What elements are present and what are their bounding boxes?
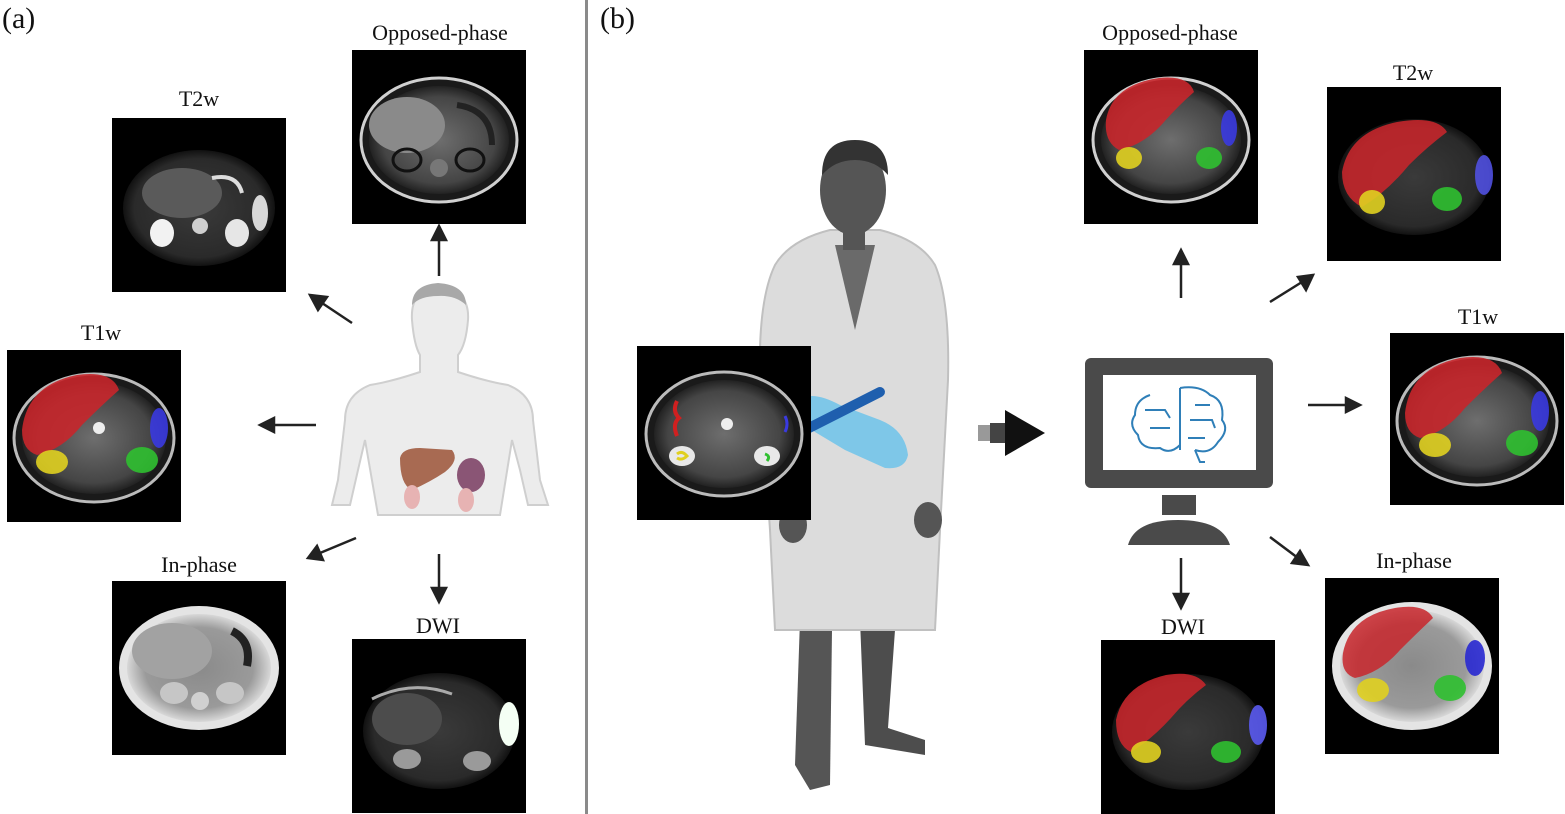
- mri-b-opposed: [1084, 50, 1258, 224]
- arrows-panel-b: [1171, 247, 1363, 611]
- mri-b-inphase: [1325, 578, 1499, 754]
- label-b-opposed: Opposed-phase: [1102, 20, 1238, 45]
- label-a-t2w: T2w: [178, 86, 220, 111]
- label-a-t1w: T1w: [80, 320, 122, 345]
- panel-label-a: (a): [2, 2, 36, 35]
- mri-b-annotated: [637, 346, 811, 520]
- mri-a-t2w: [112, 118, 286, 292]
- computer-ai-brain-icon: [1085, 358, 1273, 545]
- label-b-dwi: DWI: [1161, 614, 1205, 639]
- mri-a-inphase: [112, 581, 286, 755]
- label-a-opposed: Opposed-phase: [372, 20, 508, 45]
- mri-a-opposed: [352, 50, 526, 224]
- mri-b-dwi: [1101, 640, 1275, 814]
- mri-b-t2w: [1327, 87, 1501, 261]
- label-a-dwi: DWI: [416, 613, 460, 638]
- panel-label-b: (b): [600, 2, 635, 35]
- human-body-icon: [330, 283, 550, 516]
- mri-b-t1w: [1390, 333, 1564, 505]
- mri-a-dwi: [352, 639, 526, 813]
- label-b-t2w: T2w: [1392, 60, 1434, 85]
- label-b-t1w: T1w: [1457, 304, 1499, 329]
- label-b-inphase: In-phase: [1376, 548, 1452, 573]
- mri-a-t1w: [7, 350, 181, 522]
- process-arrow: [978, 410, 1045, 456]
- arrows-panel-a: [257, 223, 449, 605]
- label-a-inphase: In-phase: [161, 552, 237, 577]
- panel-divider: [585, 0, 588, 814]
